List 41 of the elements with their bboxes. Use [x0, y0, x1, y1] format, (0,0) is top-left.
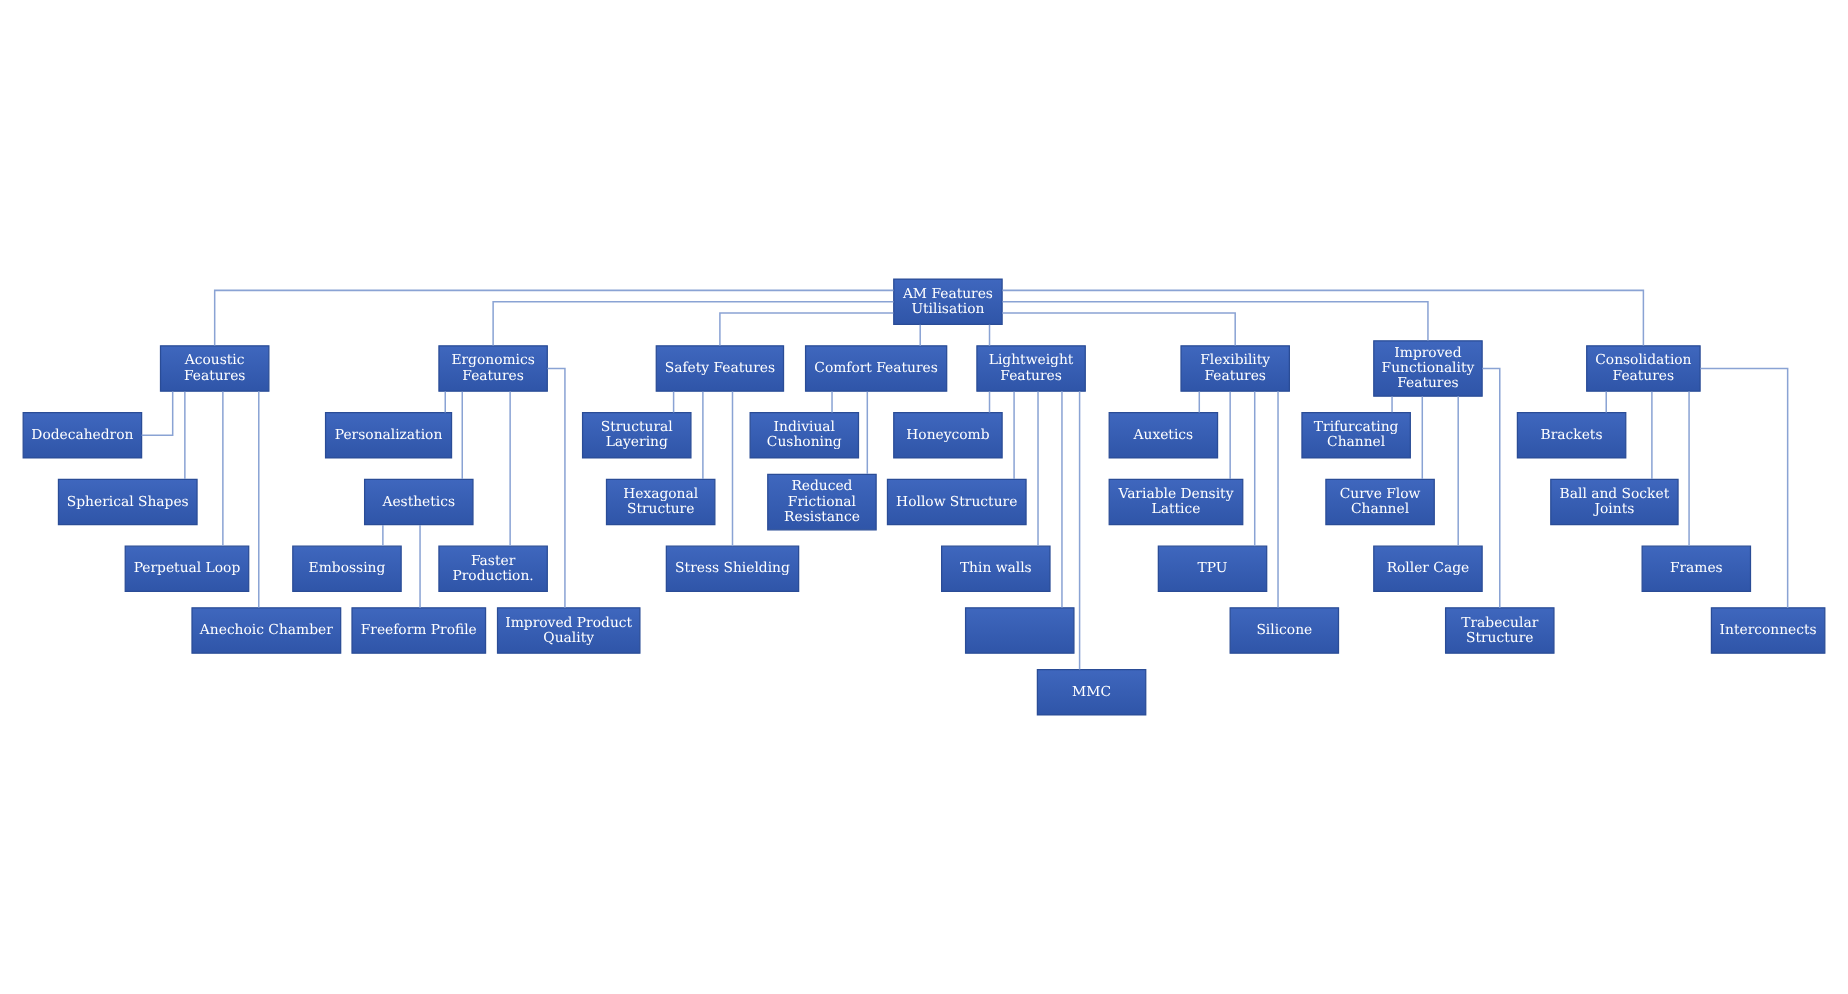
connector — [1001, 289, 1645, 347]
connector — [1457, 395, 1459, 547]
connector — [1277, 390, 1279, 609]
connector — [140, 390, 174, 437]
connector — [1013, 391, 1015, 480]
connector — [509, 390, 511, 547]
connector — [1688, 390, 1690, 547]
connector — [1605, 390, 1607, 414]
connector — [831, 390, 833, 414]
connector — [1391, 395, 1393, 414]
connector — [1001, 300, 1429, 342]
connector — [719, 312, 895, 347]
connector — [672, 390, 675, 414]
connector — [492, 300, 895, 347]
connector — [1078, 390, 1081, 671]
connector — [866, 391, 869, 475]
connector — [184, 391, 186, 480]
connector — [1229, 391, 1231, 480]
connector — [919, 323, 921, 347]
connector — [1481, 367, 1501, 609]
connector — [1001, 312, 1236, 347]
connector — [1421, 395, 1424, 480]
connector — [731, 390, 734, 547]
connector — [988, 390, 991, 414]
connector — [222, 390, 224, 547]
connector — [988, 323, 991, 347]
connector — [1198, 390, 1201, 414]
connector — [258, 390, 260, 609]
connector — [419, 524, 421, 609]
connector — [213, 289, 895, 347]
connector — [1061, 390, 1063, 609]
connector — [444, 390, 446, 414]
connector — [1037, 390, 1039, 547]
connector — [1253, 390, 1256, 547]
connector — [1699, 367, 1789, 609]
connector — [382, 524, 384, 547]
node-box — [964, 607, 1075, 654]
connector — [461, 391, 463, 480]
connector — [702, 391, 704, 480]
connector — [546, 367, 566, 609]
connector — [1651, 391, 1653, 480]
